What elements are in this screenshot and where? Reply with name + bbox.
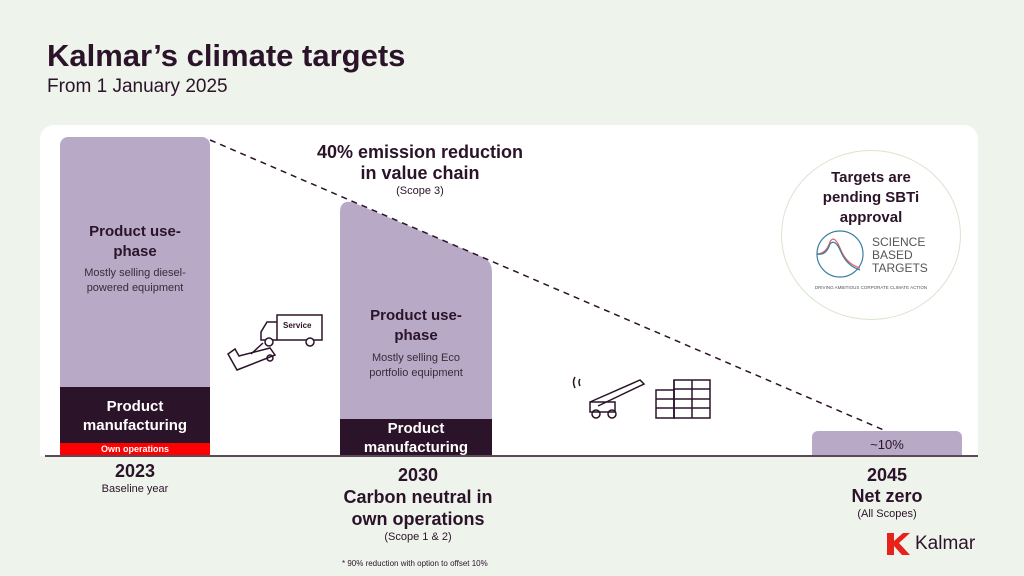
sbti-logo-line3: TARGETS [872, 261, 928, 275]
reduction-line1: 40% emission reduction [316, 142, 524, 162]
bar-2023-use-phase [60, 137, 210, 387]
bar-2023-use-desc: Mostly selling diesel-powered equipment [84, 267, 186, 294]
sbti-logo-text: SCIENCE BASED TARGETS [872, 236, 928, 275]
baseline-axis [45, 455, 978, 457]
sbti-badge [781, 150, 961, 320]
scope-2030: (Scope 1 & 2) [384, 531, 452, 543]
bar-2030-use-desc: Mostly selling Eco portfolio equipment [369, 352, 463, 379]
caption-2045: Net zero [851, 486, 923, 506]
service-label: Service [283, 321, 312, 330]
kalmar-logo-icon [887, 533, 910, 555]
kalmar-brand-name: Kalmar [915, 533, 976, 554]
label-2045: 2045 Net zero (All Scopes) [812, 465, 962, 522]
bar-2045-value: ~10% [812, 431, 962, 456]
service-truck-icon: Service [227, 314, 323, 371]
bar-2023-use-title: Product use-phase [89, 223, 181, 260]
label-2023: 2023 Baseline year [60, 461, 210, 497]
reduction-line2: in value chain [360, 163, 480, 183]
caption-2030: Carbon neutral in own operations [343, 487, 493, 529]
reduction-label: 40% emission reduction in value chain (S… [290, 142, 550, 199]
page-subtitle: From 1 January 2025 [47, 76, 228, 97]
bar-2023-manufacturing: Product manufacturing [60, 387, 210, 443]
label-2030: 2030 Carbon neutral in own operations (S… [300, 465, 536, 545]
year-2045: 2045 [866, 465, 908, 485]
bar-2030-manufacturing: Product manufacturing [340, 419, 492, 456]
reduction-scope: (Scope 3) [396, 185, 444, 197]
sbti-logo-icon [816, 230, 864, 278]
year-2023: 2023 [114, 461, 156, 481]
sbti-tagline: DRIVING AMBITIOUS CORPORATE CLIMATE ACTI… [814, 285, 928, 290]
year-2030: 2030 [397, 465, 439, 485]
bar-2030-use-phase [340, 201, 492, 420]
sbti-text: Targets are pending SBTi approval [822, 169, 920, 226]
bar-2023-own-operations: Own operations [60, 443, 210, 456]
page-title: Kalmar’s climate targets [47, 38, 406, 73]
reach-stacker-containers-icon [572, 376, 711, 419]
scope-2045: (All Scopes) [857, 508, 917, 520]
bar-2030-use-title: Product use-phase [370, 307, 462, 344]
sbti-logo-line1: SCIENCE [872, 235, 926, 249]
caption-2023: Baseline year [101, 483, 169, 495]
sbti-logo-line2: BASED [872, 248, 913, 262]
footnote: * 90% reduction with option to offset 10… [342, 559, 488, 568]
